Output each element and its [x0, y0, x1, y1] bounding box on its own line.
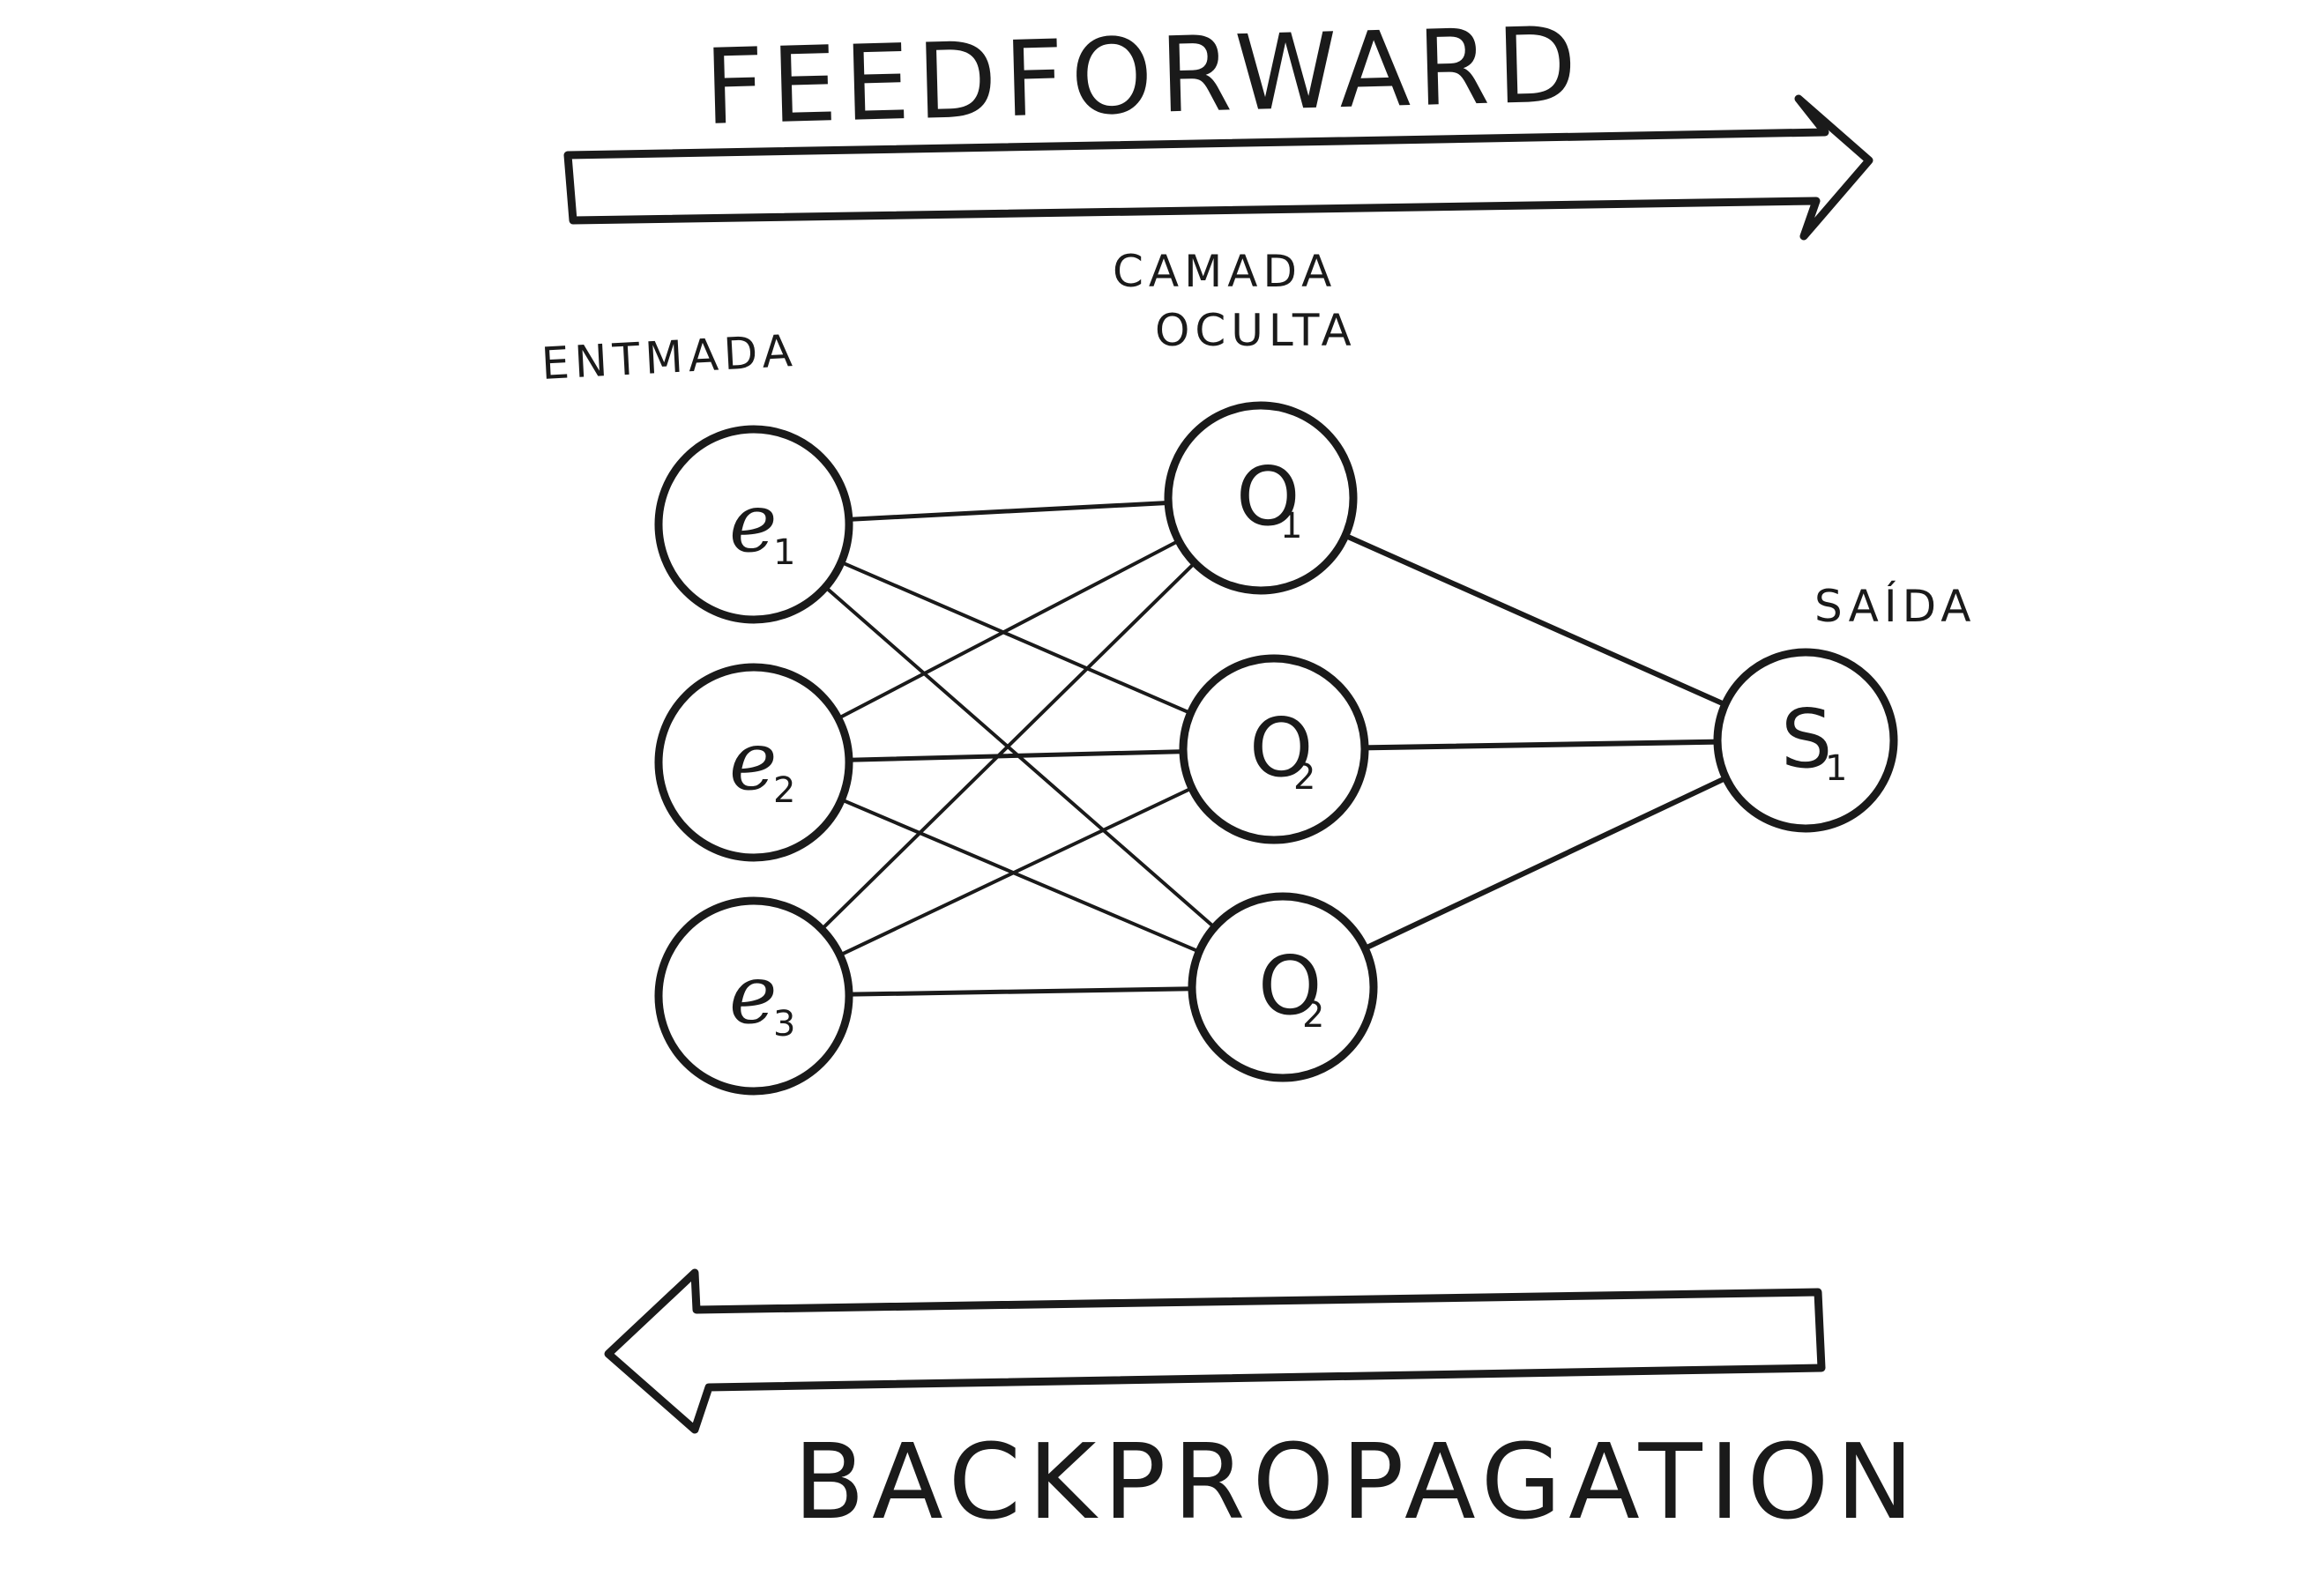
- input-node-circle: [654, 663, 853, 862]
- backpropagation-title: BACKPROPAGATION: [793, 1421, 1921, 1542]
- feedforward-title: FEEDFORWARD: [703, 4, 1585, 148]
- input-node-3: e3: [654, 896, 853, 1096]
- hidden-layer-label-line2: OCULTA: [1155, 305, 1357, 356]
- input-node-circle: [654, 425, 853, 624]
- input-node-subscript: 2: [773, 770, 795, 811]
- hidden-node-letter: O: [1236, 450, 1300, 544]
- hidden-node-1: O1: [1164, 401, 1358, 595]
- output-node-subscript: 1: [1825, 748, 1847, 789]
- hidden-node-2: O2: [1179, 654, 1369, 844]
- hidden-node-subscript: 1: [1280, 506, 1302, 546]
- input-node-circle: [654, 896, 853, 1096]
- hidden-node-subscript: 2: [1302, 995, 1324, 1036]
- hidden-node-3: O2: [1188, 892, 1378, 1082]
- hidden-node-circle: [1164, 401, 1358, 595]
- hidden-node-letter: O: [1249, 701, 1313, 795]
- input-node-letter: e: [729, 948, 777, 1042]
- hidden-layer-label-line1: CAMADA: [1113, 246, 1337, 297]
- input-node-subscript: 1: [773, 532, 795, 573]
- feedforward-arrow: [563, 94, 1873, 241]
- hidden-node-circle: [1179, 654, 1369, 844]
- connection-o1-s1: [1258, 495, 1808, 743]
- connection-o3-s1: [1280, 738, 1808, 990]
- input-node-2: e2: [654, 663, 853, 862]
- hidden-node-subscript: 2: [1293, 757, 1315, 798]
- output-node-letter: S: [1781, 692, 1832, 786]
- backpropagation-arrow: [604, 1268, 1826, 1434]
- output-layer-label: SAÍDA: [1814, 580, 1976, 632]
- hidden-node-letter: O: [1258, 939, 1322, 1033]
- output-node-circle: [1713, 648, 1898, 833]
- input-node-letter: e: [729, 714, 777, 808]
- input-node-1: e1: [654, 425, 853, 624]
- output-node-1: S1: [1713, 648, 1898, 833]
- input-node-letter: e: [729, 476, 777, 570]
- input-layer-label: ENTMADA: [540, 325, 799, 390]
- input-node-subscript: 3: [773, 1004, 795, 1044]
- hidden-node-circle: [1188, 892, 1378, 1082]
- connection-e3-o1: [752, 496, 1263, 998]
